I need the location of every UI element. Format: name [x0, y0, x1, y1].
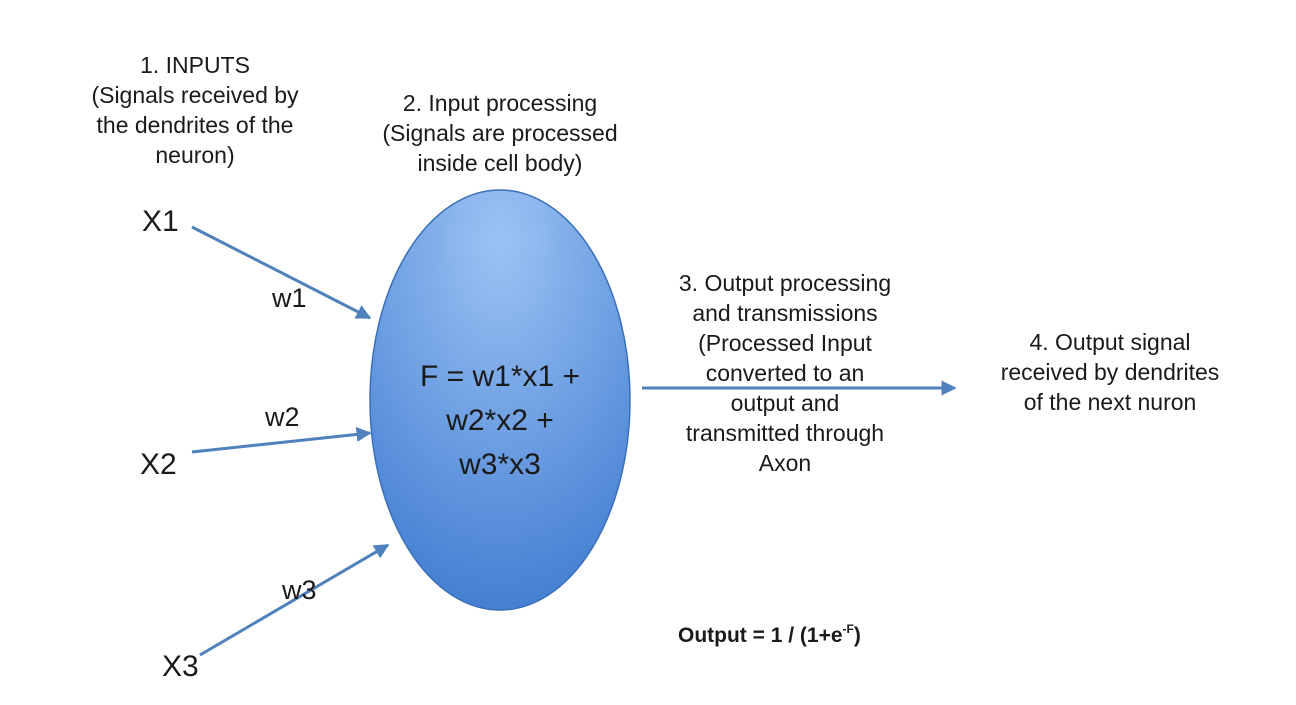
stage-output-processing-line: 3. Output processing	[678, 270, 892, 296]
stage-output-signal-line: 4. Output signal	[1029, 329, 1191, 355]
input-x3-label: X3	[162, 650, 199, 683]
weight-w2-label: w2	[265, 402, 300, 432]
weight-w3-label: w3	[282, 575, 317, 605]
stage-output-processing-line: transmitted through	[685, 420, 885, 446]
weight-w1-label: w1	[272, 283, 307, 313]
stage-inputs-line: (Signals received by	[91, 82, 299, 108]
neuron-formula-line: w2*x2 +	[446, 404, 554, 437]
input-arrow-x2	[191, 426, 372, 454]
stage-inputs-line: 1. INPUTS	[140, 52, 250, 78]
input-arrow-x1	[191, 225, 372, 320]
stage-processing-line: (Signals are processed	[382, 120, 618, 146]
stage-output-signal-label: 4. Output signal received by dendrites o…	[990, 327, 1230, 417]
input-arrow-x3	[199, 543, 390, 657]
output-equation-suffix: )	[853, 624, 861, 647]
output-equation: Output = 1 / (1+e-F)	[678, 622, 861, 648]
input-x1-label: X1	[142, 205, 179, 238]
stage-inputs-line: the dendrites of the	[96, 112, 294, 138]
stage-processing-line: inside cell body)	[417, 150, 583, 176]
stage-inputs-line: neuron)	[155, 142, 235, 168]
stage-output-signal-line: of the next nuron	[1023, 389, 1197, 415]
stage-processing-line: 2. Input processing	[402, 90, 598, 116]
output-equation-prefix: Output = 1 / (1+e	[678, 624, 843, 647]
stage-inputs-label: 1. INPUTS (Signals received by the dendr…	[70, 50, 320, 170]
neuron-cell-body	[369, 189, 631, 611]
stage-output-signal-line: received by dendrites	[1000, 359, 1220, 385]
neuron-formula-line: F = w1*x1 +	[419, 360, 581, 393]
stage-output-processing-label: 3. Output processing and transmissions (…	[660, 268, 910, 478]
input-x2-label: X2	[140, 448, 177, 481]
stage-output-processing-line: converted to an	[705, 360, 865, 386]
neuron-formula-line: w3*x3	[459, 448, 541, 481]
stage-output-processing-line: (Processed Input	[698, 330, 872, 356]
neuron-formula: F = w1*x1 + w2*x2 + w3*x3	[400, 355, 600, 487]
stage-output-processing-line: Axon	[758, 450, 812, 476]
output-equation-exponent: -F	[842, 622, 854, 636]
stage-processing-label: 2. Input processing (Signals are process…	[370, 88, 630, 178]
stage-output-processing-line: and transmissions	[692, 300, 878, 326]
stage-output-processing-line: output and	[730, 390, 840, 416]
